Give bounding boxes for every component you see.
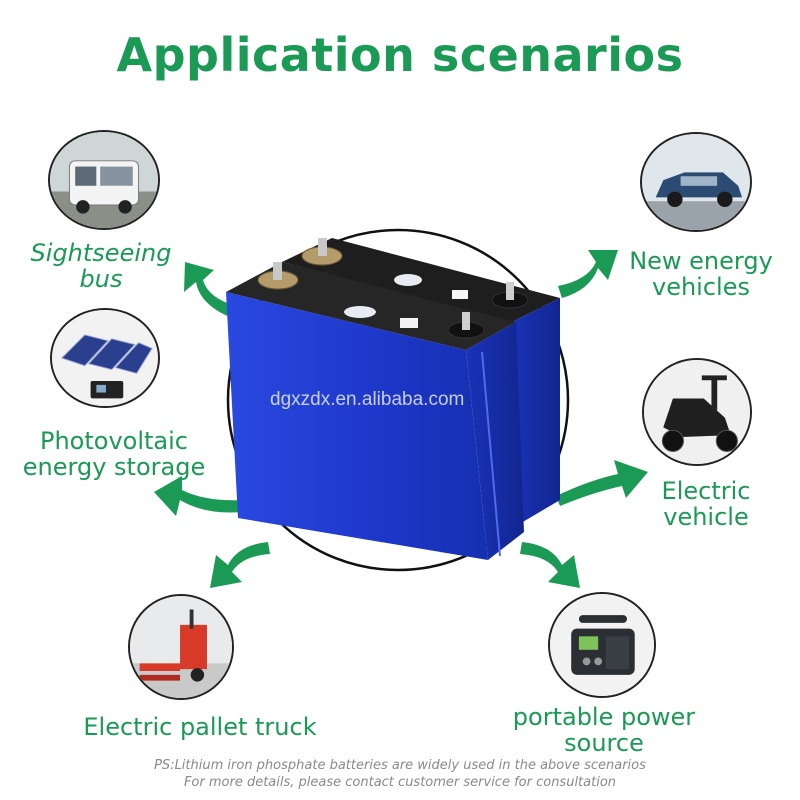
- label-electric-vehicle: Electric vehicle: [661, 477, 751, 531]
- arrow-electric-vehicle: [556, 460, 648, 506]
- arrow-pallet-truck: [210, 542, 270, 588]
- watermark-text: dgxzdx.en.alibaba.com: [270, 389, 465, 410]
- electric-scooter-photo: [642, 358, 752, 466]
- label-electric-pallet-truck: Electric pallet truck: [83, 713, 317, 741]
- arrow-photovoltaic: [154, 476, 244, 516]
- label-portable-power-source: portable power source: [512, 703, 696, 757]
- power-station-photo: [548, 592, 656, 698]
- orbit-circle: [226, 228, 570, 572]
- battery-cell-front: [226, 262, 524, 560]
- solar-panel-photo: [50, 308, 160, 408]
- arrow-new-energy: [558, 250, 618, 298]
- pallet-truck-photo: [128, 594, 234, 700]
- note-line-2: For more details, please contact custome…: [183, 775, 617, 790]
- electric-car-photo: [640, 132, 752, 232]
- label-photovoltaic-storage: Photovoltaic energy storage: [22, 427, 206, 481]
- battery-terminals: [257, 238, 529, 339]
- sightseeing-bus-photo: [48, 130, 160, 230]
- arrow-power-source: [520, 542, 580, 588]
- arrow-sightseeing: [184, 262, 236, 318]
- note-line-1: PS:Lithium iron phosphate batteries are …: [154, 758, 646, 773]
- label-new-energy-vehicles: New energy vehicles: [629, 247, 773, 301]
- label-sightseeing-bus: Sightseeing bus: [30, 239, 172, 293]
- page-title: Application scenarios: [116, 28, 684, 82]
